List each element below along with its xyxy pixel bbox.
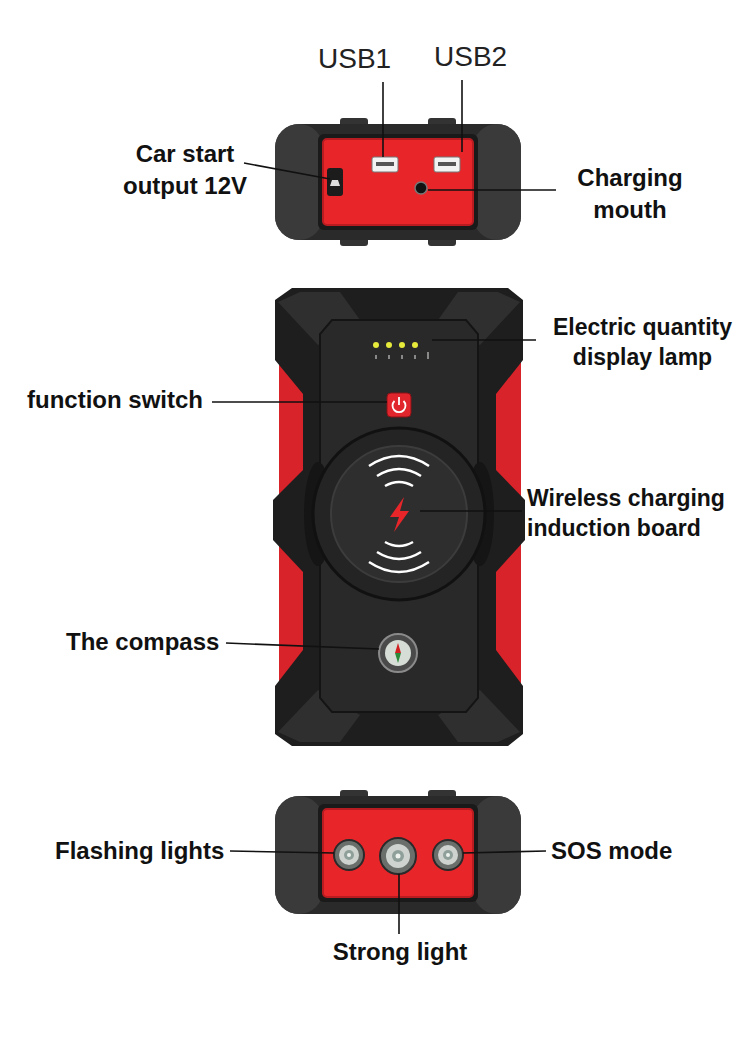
part-label: USB1 — [318, 42, 391, 76]
leader-lines — [212, 80, 556, 934]
front-view — [273, 288, 525, 746]
label-holder: USB1 — [318, 42, 391, 76]
part-label: Flashing lights — [55, 837, 224, 866]
label-holder: Flashing lights — [55, 837, 224, 866]
label-holder: Electric quantity display lamp — [540, 313, 745, 373]
label-holder: Wireless charging induction board — [527, 484, 737, 544]
part-label: Charging mouth — [560, 162, 700, 227]
part-label: USB2 — [434, 40, 507, 74]
part-label: Wireless charging induction board — [527, 484, 737, 544]
label-holder: SOS mode — [551, 837, 672, 866]
part-label: Car start output 12V — [100, 138, 270, 203]
label-holder: The compass — [66, 628, 219, 657]
part-label: The compass — [66, 628, 219, 657]
part-label: Electric quantity display lamp — [540, 313, 745, 373]
top-end-view — [275, 118, 521, 246]
part-label: Strong light — [300, 938, 500, 967]
part-label: function switch — [27, 386, 203, 415]
label-holder: USB2 — [434, 40, 507, 74]
label-holder: Strong light — [300, 938, 500, 967]
label-holder: Charging mouth — [560, 162, 700, 227]
label-holder: Car start output 12V — [100, 138, 270, 203]
label-holder: function switch — [27, 386, 203, 415]
part-label: SOS mode — [551, 837, 672, 866]
